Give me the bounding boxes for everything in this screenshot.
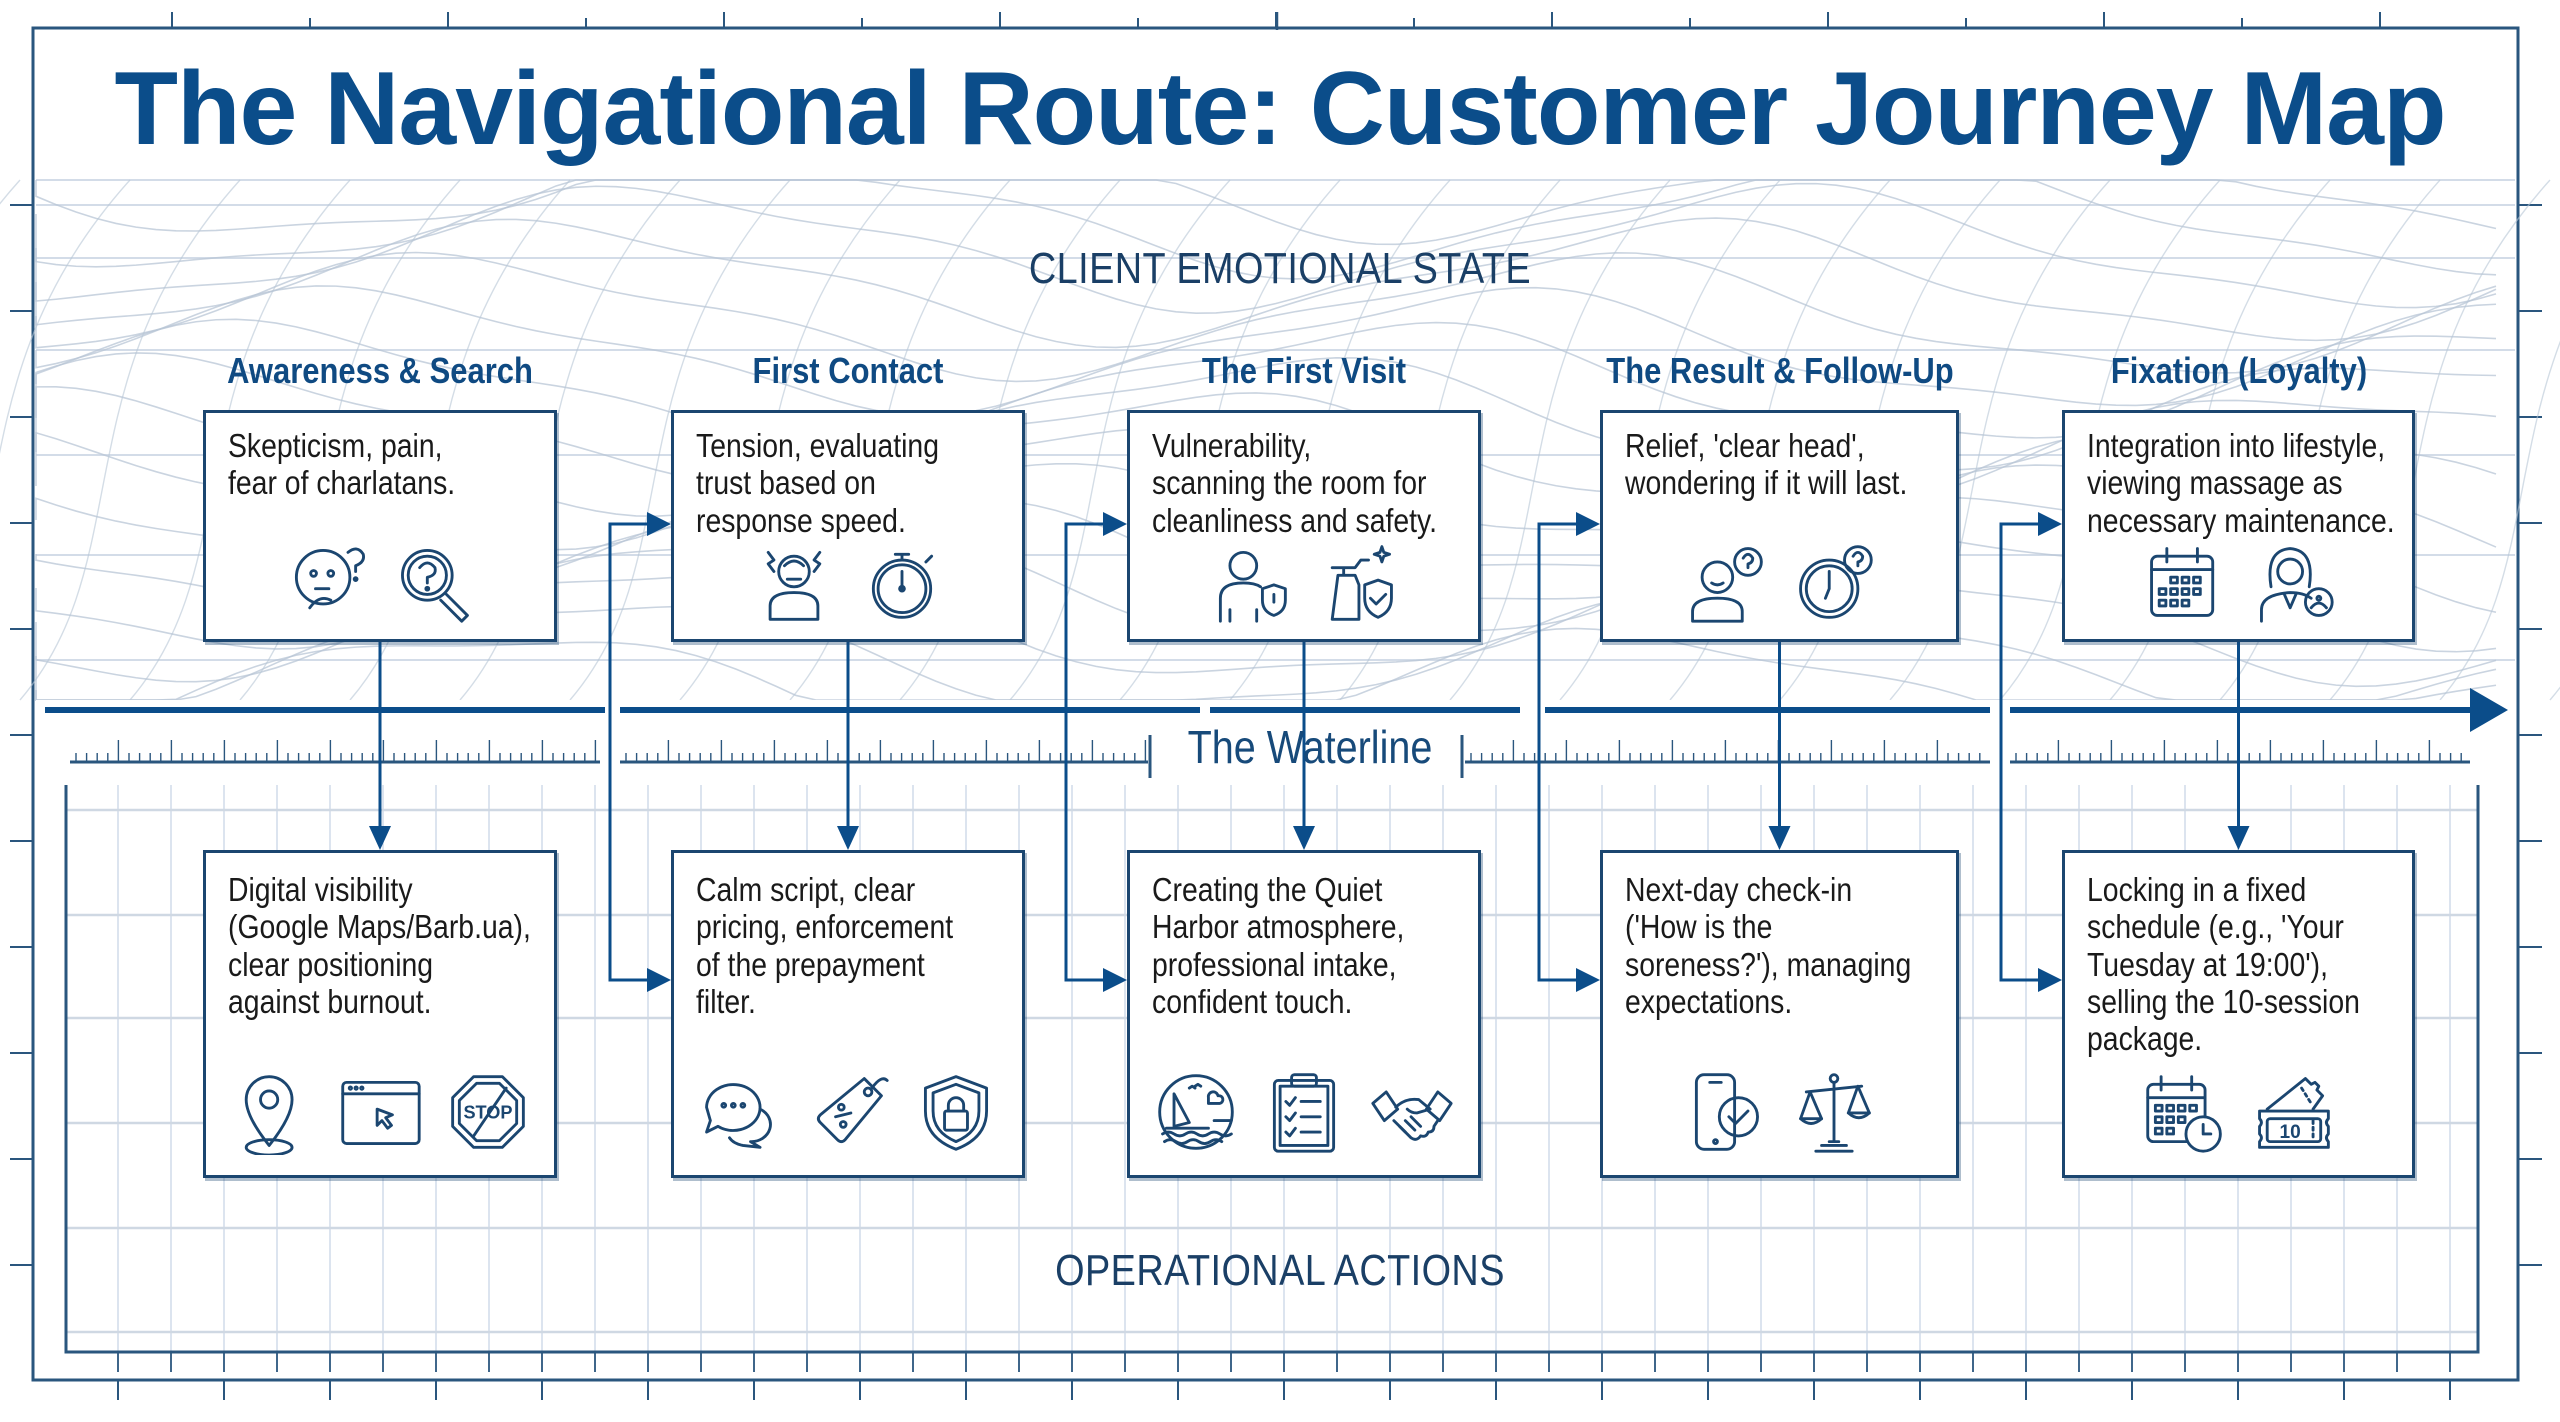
calendar-clock-icon — [2142, 1069, 2228, 1155]
emotion-card: Skepticism, pain, fear of charlatans. — [203, 410, 557, 642]
connector-arrowhead — [1103, 512, 1127, 536]
connector-arrowhead — [1103, 968, 1127, 992]
contour-line — [19, 179, 241, 701]
emotion-text: Integration into lifestyle, viewing mass… — [2087, 427, 2395, 539]
contour-line — [2549, 686, 2560, 701]
bottom-grid-frame — [64, 785, 2480, 1354]
connector-arrowhead — [2038, 512, 2062, 536]
connector-layer — [45, 512, 2508, 992]
emotion-text: Skepticism, pain, fear of charlatans. — [228, 427, 456, 502]
stage-title: The First Visit — [1201, 350, 1407, 391]
price-tag-icon — [805, 1069, 891, 1155]
thinking-face-icon — [283, 539, 369, 625]
action-icons — [1130, 1069, 1478, 1155]
connector-arrowhead — [1576, 968, 1600, 992]
operational-actions-label: OPERATIONAL ACTIONS — [1055, 1246, 1505, 1295]
connector-arrowhead — [1768, 826, 1791, 850]
phone-check-icon — [1683, 1069, 1769, 1155]
magnifier-question-icon — [391, 539, 477, 625]
shield-lock-icon — [913, 1069, 999, 1155]
contour-line — [2439, 340, 2560, 701]
map-pin-icon — [229, 1069, 315, 1157]
spray-bottle-shield-icon — [1315, 539, 1401, 625]
connector-arrowhead — [647, 512, 671, 536]
client-emotional-state-label: CLIENT EMOTIONAL STATE — [1028, 244, 1532, 293]
emotion-icons — [1130, 539, 1478, 625]
contour-line — [35, 251, 2497, 383]
action-icons: STOP — [206, 1069, 554, 1157]
action-text: Calm script, clear pricing, enforcement … — [696, 871, 954, 1020]
action-icons — [674, 1069, 1022, 1155]
emotion-text: Relief, 'clear head', wondering if it wi… — [1625, 427, 1908, 502]
contour-line — [35, 285, 2497, 417]
stage-title: The Result & Follow-Up — [1605, 350, 1954, 391]
action-card: Calm script, clear pricing, enforcement … — [671, 850, 1025, 1178]
connector-arrowhead — [2227, 826, 2250, 850]
stage-title: Fixation (Loyalty) — [2110, 350, 2367, 391]
contour-line — [1009, 179, 1231, 701]
person-shield-icon — [1207, 539, 1293, 625]
connector-arrowhead — [1293, 826, 1315, 850]
action-text: Next-day check-in ('How is the soreness?… — [1625, 871, 1912, 1020]
action-card: Creating the Quiet Harbor atmosphere, pr… — [1127, 850, 1481, 1178]
stage-title: Awareness & Search — [227, 350, 533, 391]
emotion-icons — [2065, 539, 2412, 625]
action-icons: 10 — [2065, 1069, 2412, 1155]
clock-question-icon — [1791, 539, 1877, 625]
action-text: Digital visibility (Google Maps/Barb.ua)… — [228, 871, 531, 1020]
contour-line — [1449, 179, 1671, 701]
emotion-card: Relief, 'clear head', wondering if it wi… — [1600, 410, 1959, 642]
connector-arrowhead — [369, 826, 391, 850]
therapist-icon — [2250, 539, 2336, 625]
emotion-icons — [674, 539, 1022, 625]
ticket-count-text: 10 — [2279, 1122, 2300, 1143]
contour-line — [35, 179, 2497, 280]
action-text: Creating the Quiet Harbor atmosphere, pr… — [1152, 871, 1405, 1020]
tickets-icon: 10 — [2250, 1069, 2336, 1155]
connector-arrowhead — [837, 826, 859, 850]
emotion-icons — [1603, 539, 1956, 625]
action-card: Locking in a fixed schedule (e.g., 'Your… — [2062, 850, 2415, 1178]
emotion-text: Tension, evaluating trust based on respo… — [696, 427, 939, 539]
contour-line — [35, 179, 2497, 246]
action-text: Locking in a fixed schedule (e.g., 'Your… — [2087, 871, 2360, 1058]
action-card: Next-day check-in ('How is the soreness?… — [1600, 850, 1959, 1178]
contour-line — [0, 179, 131, 454]
emotion-text: Vulnerability, scanning the room for cle… — [1152, 427, 1438, 539]
balance-scale-icon — [1791, 1069, 1877, 1155]
waterline-label: The Waterline — [1187, 721, 1433, 773]
stressed-person-icon — [751, 539, 837, 625]
emotion-icons — [206, 539, 554, 625]
action-icons — [1603, 1069, 1956, 1155]
person-question-icon — [1683, 539, 1769, 625]
chat-bubbles-icon — [697, 1069, 783, 1155]
stage-title: First Contact — [752, 350, 944, 391]
connector-arrowhead — [1576, 512, 1600, 536]
background-layer — [0, 12, 2560, 1400]
harbor-scene-icon — [1153, 1069, 1239, 1155]
browser-cursor-icon — [337, 1069, 423, 1155]
contour-line — [35, 217, 2497, 349]
action-card: Digital visibility (Google Maps/Barb.ua)… — [203, 850, 557, 1178]
connector-arrowhead — [647, 968, 671, 992]
page-title: The Navigational Route: Customer Journey… — [114, 51, 2447, 167]
title-band — [36, 30, 2515, 178]
waterline-arrowhead — [2470, 688, 2508, 732]
contour-line — [0, 179, 21, 205]
clipboard-checklist-icon — [1261, 1069, 1347, 1155]
connector-arrowhead — [2038, 968, 2062, 992]
calendar-icon — [2142, 539, 2228, 625]
emotion-card: Integration into lifestyle, viewing mass… — [2062, 410, 2415, 642]
stop-sign-icon: STOP — [445, 1069, 531, 1155]
contour-line — [35, 182, 2497, 314]
emotion-card: Vulnerability, scanning the room for cle… — [1127, 410, 1481, 642]
stopwatch-icon — [859, 539, 945, 625]
emotion-card: Tension, evaluating trust based on respo… — [671, 410, 1025, 642]
handshake-icon — [1369, 1069, 1455, 1155]
